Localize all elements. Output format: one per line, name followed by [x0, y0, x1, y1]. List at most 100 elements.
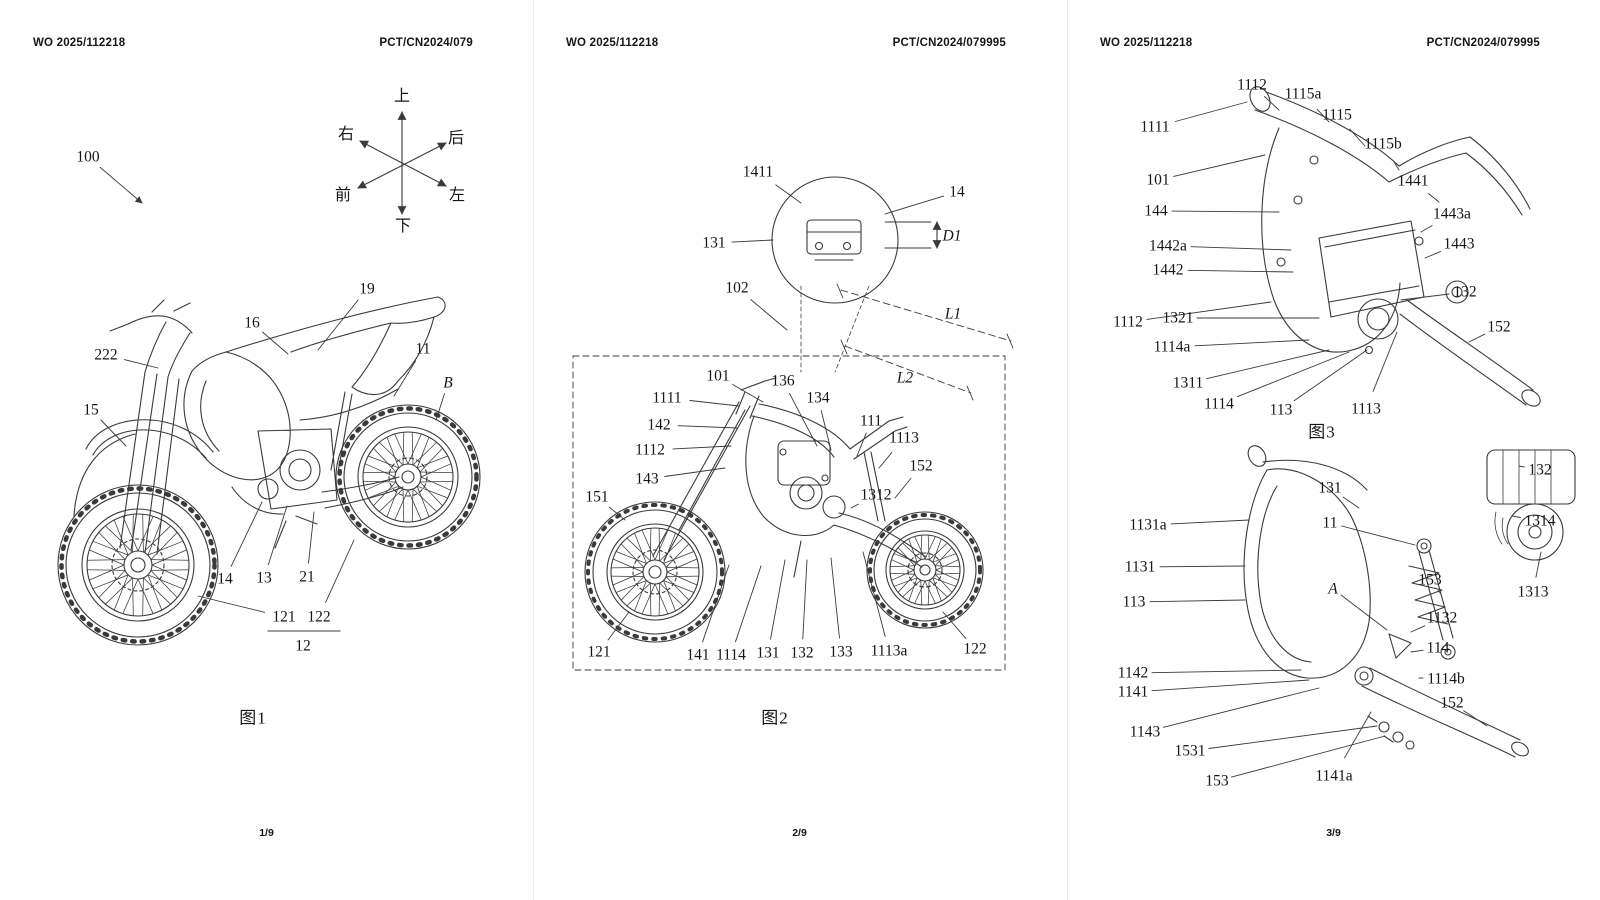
- frame-assembly: [653, 378, 926, 577]
- ref-label-L2: L2: [897, 370, 913, 386]
- ref-label-1113: 1113: [889, 430, 919, 446]
- ref-label-1115: 1115: [1322, 107, 1352, 123]
- compass-left-label: 左: [449, 188, 465, 204]
- leader-lines: [1147, 97, 1541, 778]
- ref-label-121: 121: [587, 644, 610, 660]
- rear-wheel: [867, 512, 983, 628]
- ref-label-1443a: 1443a: [1433, 206, 1471, 222]
- ref-label-1321: 1321: [1163, 310, 1194, 326]
- ref-label-1114: 1114: [716, 647, 746, 663]
- ref-label-1112: 1112: [1237, 77, 1267, 93]
- ref-label-1111: 1111: [652, 390, 681, 406]
- fastener-bolts: [1368, 716, 1414, 749]
- ref-label-101: 101: [706, 368, 729, 384]
- ref-label-111: 111: [860, 413, 882, 429]
- ref-label-1131: 1131: [1125, 559, 1155, 575]
- ref-label-113: 113: [1270, 402, 1293, 418]
- page-divider: [533, 0, 534, 900]
- ref-label-153: 153: [1418, 572, 1441, 588]
- ref-label-1114b: 1114b: [1427, 671, 1465, 687]
- ref-label-132: 132: [1453, 284, 1476, 300]
- frame-exploded-bottom: [1244, 442, 1575, 758]
- ref-label-1141: 1141: [1118, 684, 1148, 700]
- ref-label-L1: L1: [945, 306, 961, 322]
- ref-label-142: 142: [647, 417, 670, 433]
- ref-label-1114: 1114: [1204, 396, 1234, 412]
- page-divider: [1067, 0, 1068, 900]
- ref-label-12: 12: [295, 638, 311, 654]
- ref-label-144: 144: [1144, 203, 1167, 219]
- ref-label-141: 141: [686, 647, 709, 663]
- figure-1-caption: 图1: [239, 710, 267, 727]
- compass-down-label: 下: [395, 219, 411, 235]
- ref-label-1311: 1311: [1173, 375, 1203, 391]
- ref-label-A: A: [1328, 581, 1337, 597]
- ref-label-131: 131: [1318, 480, 1341, 496]
- ref-label-134: 134: [806, 390, 829, 406]
- dimension-l1-l2: [837, 284, 1013, 400]
- front-wheel: [585, 502, 725, 642]
- figure-3-caption: 图3: [1308, 424, 1336, 441]
- ref-label-152: 152: [1440, 695, 1463, 711]
- front-wheel: [58, 485, 218, 645]
- ref-label-1132: 1132: [1427, 610, 1457, 626]
- compass-rear-label: 后: [448, 131, 464, 147]
- ref-label-131: 131: [756, 645, 779, 661]
- ref-label-21: 21: [299, 569, 315, 585]
- ref-label-15: 15: [83, 402, 99, 418]
- patent-page-1: WO 2025/112218 PCT/CN2024/079: [0, 0, 533, 900]
- ref-label-1442a: 1442a: [1149, 238, 1187, 254]
- ref-label-121: 121: [272, 609, 295, 625]
- ref-label-114: 114: [1427, 640, 1450, 656]
- ref-label-14: 14: [217, 571, 233, 587]
- ref-label-1111: 1111: [1140, 119, 1169, 135]
- ref-label-152: 152: [1487, 319, 1510, 335]
- ref-label-153: 153: [1205, 773, 1228, 789]
- dimension-d1: [885, 222, 937, 248]
- patent-page-3: WO 2025/112218 PCT/CN2024/079995: [1067, 0, 1600, 900]
- ref-label-102: 102: [725, 280, 748, 296]
- ref-label-222: 222: [94, 347, 117, 363]
- ref-label-19: 19: [359, 281, 375, 297]
- ref-label-11: 11: [1323, 515, 1338, 531]
- ref-label-1131a: 1131a: [1129, 517, 1166, 533]
- direction-compass: [358, 112, 446, 214]
- ref-label-133: 133: [829, 644, 852, 660]
- ref-label-113: 113: [1123, 594, 1146, 610]
- ref-label-1443: 1443: [1444, 236, 1475, 252]
- leader-lines: [608, 185, 966, 642]
- compass-up-label: 上: [394, 89, 410, 105]
- ref-label-152: 152: [909, 458, 932, 474]
- ref-label-14: 14: [949, 184, 965, 200]
- compass-front-label: 前: [335, 188, 351, 204]
- page-1-number: 1/9: [0, 827, 533, 839]
- detail-circle: [772, 177, 898, 372]
- ref-label-1442: 1442: [1153, 262, 1184, 278]
- ref-label-101: 101: [1146, 172, 1169, 188]
- ref-label-1112: 1112: [1113, 314, 1143, 330]
- page-2-number: 2/9: [533, 827, 1066, 839]
- ref-label-B: B: [443, 375, 452, 391]
- ref-label-1114a: 1114a: [1154, 339, 1191, 355]
- ref-label-1531: 1531: [1175, 743, 1206, 759]
- page-3-number: 3/9: [1067, 827, 1600, 839]
- ref-label-1314: 1314: [1525, 513, 1556, 529]
- ref-label-143: 143: [635, 471, 658, 487]
- rear-wheel: [336, 405, 480, 549]
- ref-label-1143: 1143: [1130, 724, 1160, 740]
- ref-label-1113: 1113: [1351, 401, 1381, 417]
- ref-label-122: 122: [963, 641, 986, 657]
- ref-label-D1: D1: [943, 228, 962, 244]
- ref-label-132: 132: [790, 645, 813, 661]
- ref-label-1312: 1312: [861, 487, 892, 503]
- figure-2-drawing: [533, 0, 1066, 900]
- ref-label-1113a: 1113a: [871, 643, 908, 659]
- ref-label-151: 151: [585, 489, 608, 505]
- ref-label-1115a: 1115a: [1285, 86, 1322, 102]
- ref-label-1142: 1142: [1118, 665, 1148, 681]
- ref-label-1411: 1411: [743, 164, 773, 180]
- ref-label-131: 131: [702, 235, 725, 251]
- ref-label-122: 122: [307, 609, 330, 625]
- figure-2-caption: 图2: [761, 710, 789, 727]
